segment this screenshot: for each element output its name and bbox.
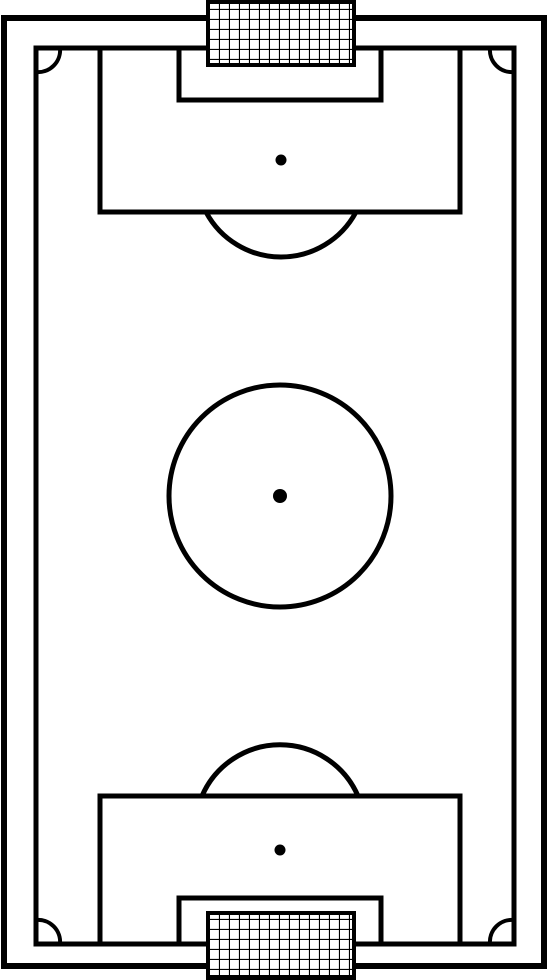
corner-arc-bottom-right [487,917,515,945]
penalty-arc-top [203,210,359,260]
goal-bottom [206,911,356,980]
goal-top [206,0,356,67]
penalty-arc-bottom [199,742,361,797]
penalty-spot-bottom [274,844,286,856]
center-circle [166,382,394,610]
corner-arc-top-left [35,47,63,75]
corner-arc-top-right [487,47,515,75]
center-spot [273,489,287,503]
penalty-spot-top [275,154,287,166]
corner-arc-bottom-left [35,917,63,945]
